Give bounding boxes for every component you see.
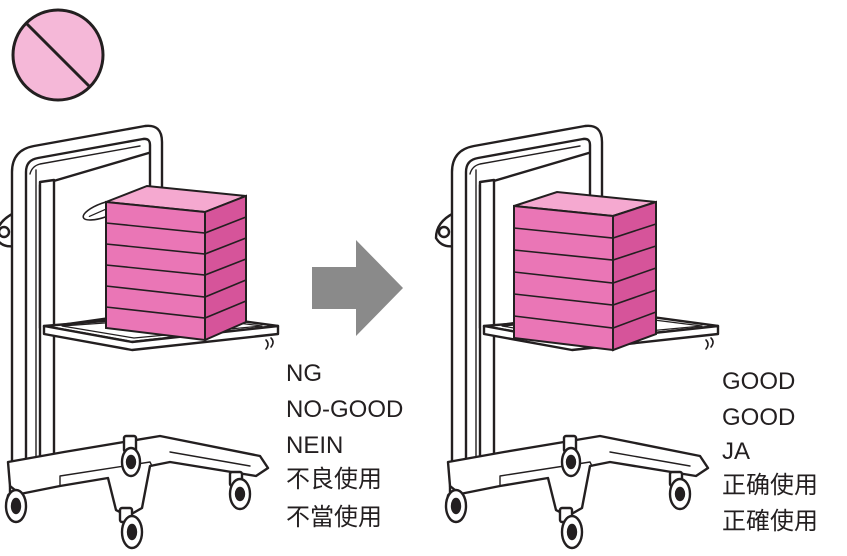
- right-arrow-icon: [312, 240, 403, 336]
- box-stack-right: [513, 190, 657, 352]
- left-label-3: NEIN: [286, 432, 344, 459]
- right-label-2: GOOD: [722, 404, 796, 431]
- left-label-2: NO-GOOD: [286, 396, 404, 423]
- right-label-5: 正確使用: [722, 508, 818, 535]
- right-label-4: 正确使用: [722, 472, 818, 499]
- prohibited-icon: [11, 8, 105, 102]
- right-label-3: JA: [722, 438, 751, 465]
- left-label-4: 不良使用: [286, 466, 382, 493]
- right-label-1: GOOD: [722, 368, 796, 395]
- box-stack-left: [105, 184, 247, 342]
- left-label-1: NG: [286, 360, 322, 387]
- left-label-5: 不當使用: [286, 504, 382, 531]
